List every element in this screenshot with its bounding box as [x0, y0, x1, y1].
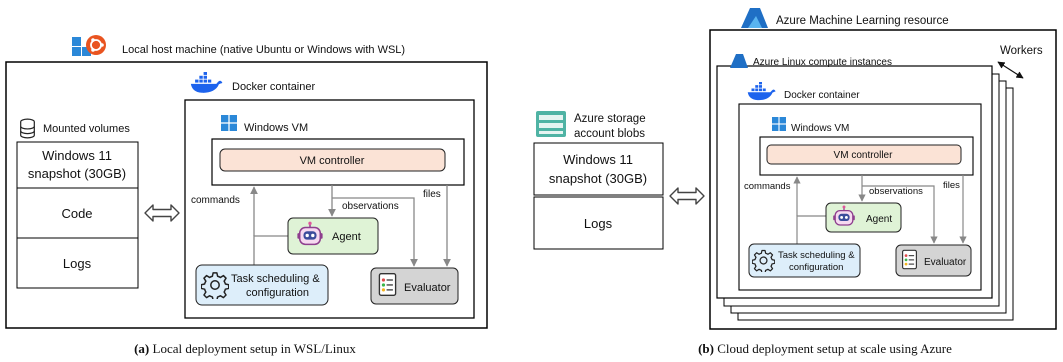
- vm-controller-box: [766, 144, 962, 165]
- task-scheduling-box: [195, 264, 329, 306]
- linux-compute-label: Azure Linux compute instances: [753, 57, 892, 68]
- task-scheduling-line1: Task scheduling &: [778, 250, 855, 261]
- azure-ml-label: Azure Machine Learning resource: [776, 15, 949, 27]
- agent-label: Agent: [866, 214, 892, 225]
- docker-container-box: [738, 103, 982, 291]
- vm-controller-label: VM controller: [834, 150, 894, 161]
- azure-storage-icon: [536, 111, 566, 137]
- snapshot-line1: Windows 11: [563, 152, 633, 167]
- logs-volume: [16, 237, 139, 289]
- files-label: files: [943, 180, 960, 191]
- azure-ml-icon: [741, 8, 768, 28]
- storage-line1: Azure storage: [574, 113, 646, 125]
- vm-controller-box: [219, 148, 446, 172]
- docker-container-box: [184, 99, 475, 319]
- cloud-caption-tag: (b): [698, 341, 714, 356]
- docker-icon: [190, 72, 223, 93]
- files-label: files: [423, 189, 441, 200]
- docker-container-label: Docker container: [232, 81, 315, 93]
- code-label: Code: [61, 206, 92, 221]
- snapshot-volume: [16, 141, 139, 189]
- cloud-caption-text: Cloud deployment setup at scale using Az…: [714, 341, 952, 356]
- checklist-icon: [902, 249, 917, 270]
- host-machine-label: Local host machine (native Ubuntu or Win…: [122, 44, 405, 56]
- snapshot-line1: Windows 11: [42, 148, 112, 163]
- logs-blob: [533, 196, 664, 250]
- observations-to-evaluator-arrow: [862, 185, 938, 244]
- vm-controller-label: VM controller: [300, 155, 365, 167]
- azure-compute-icon: [730, 54, 748, 68]
- host-machine-box: [5, 61, 488, 329]
- task-scheduling-line2: configuration: [246, 287, 309, 299]
- windows-vm-box: [759, 136, 974, 176]
- mount-bidirectional-arrow-icon: [144, 204, 180, 222]
- local-setup-panel: Local host machine (native Ubuntu or Win…: [5, 35, 488, 356]
- cloud-setup-panel: Azure Machine Learning resource Azure Li…: [533, 8, 1057, 356]
- snapshot-line2: snapshot (30GB): [549, 171, 647, 186]
- mounted-volumes-label: Mounted volumes: [43, 123, 130, 135]
- local-caption-tag: (a): [134, 341, 149, 356]
- windows-vm-box: [211, 138, 465, 186]
- cloud-caption: (b) Cloud deployment setup at scale usin…: [698, 341, 952, 356]
- agent-label: Agent: [332, 231, 361, 243]
- cloud-flow-arrows: [793, 175, 967, 244]
- snapshot-line2: snapshot (30GB): [28, 166, 126, 181]
- observations-to-evaluator-arrow: [332, 197, 418, 267]
- mounted-volumes-icon: [20, 118, 35, 139]
- task-scheduling-line1: Task scheduling &: [231, 273, 320, 285]
- observations-label: observations: [869, 186, 923, 197]
- code-volume: [16, 187, 139, 239]
- local-caption: (a) Local deployment setup in WSL/Linux: [134, 341, 356, 356]
- commands-label: commands: [191, 195, 240, 206]
- storage-bidirectional-arrow-icon: [669, 187, 705, 205]
- task-scheduling-box: [748, 243, 861, 278]
- local-flow-arrows: [250, 185, 451, 267]
- evaluator-label: Evaluator: [404, 282, 451, 294]
- windows-vm-label: Windows VM: [791, 123, 849, 134]
- workers-label: Workers: [1000, 45, 1043, 57]
- local-caption-text: Local deployment setup in WSL/Linux: [149, 341, 356, 356]
- windows-ubuntu-icon: [72, 35, 106, 56]
- logs-label: Logs: [584, 216, 613, 231]
- task-to-agent-line: [253, 235, 288, 265]
- logs-label: Logs: [63, 256, 92, 271]
- storage-line2: account blobs: [574, 128, 645, 140]
- commands-label: commands: [744, 181, 791, 192]
- workers-scale-arrow: [997, 61, 1024, 79]
- checklist-icon: [378, 273, 397, 296]
- observations-label: observations: [342, 201, 399, 212]
- evaluator-label: Evaluator: [924, 257, 967, 268]
- docker-container-label: Docker container: [784, 90, 860, 101]
- azure-ml-box: [709, 29, 1057, 330]
- windows-vm-label: Windows VM: [244, 122, 308, 134]
- task-scheduling-line2: configuration: [789, 262, 843, 273]
- snapshot-blob: [533, 142, 664, 196]
- windows-vm-icon: [221, 115, 237, 131]
